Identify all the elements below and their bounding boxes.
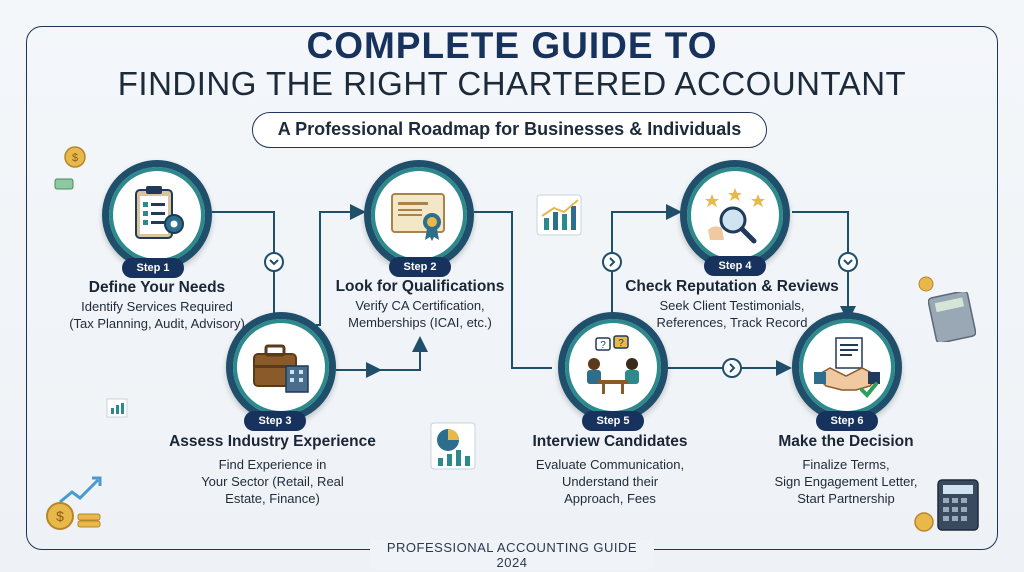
step-1-badge: Step 1 [122, 258, 184, 278]
step-4-desc-line: References, Track Record [656, 315, 808, 330]
connector-2-5 [474, 211, 552, 369]
step-5-desc-line: Approach, Fees [564, 491, 656, 506]
coin-icon [918, 276, 934, 292]
step-1-desc: Identify Services Required (Tax Planning… [48, 298, 266, 332]
handshake-icon [814, 337, 880, 398]
clipboard-gear-icon [135, 186, 184, 239]
step-5-desc-line: Understand their [561, 474, 659, 489]
magnifier-stars-icon [705, 188, 765, 244]
page-title: COMPLETE GUIDE TO [306, 25, 718, 66]
coins-growth-icon: $ [46, 476, 102, 530]
step-5-desc: Evaluate Communication, Understand their… [505, 456, 715, 507]
step-2-circle [364, 160, 474, 270]
step-1-title: Define Your Needs [88, 279, 226, 296]
subtitle-pill: A Professional Roadmap for Businesses & … [252, 112, 767, 148]
calculator-coin-icon [914, 479, 979, 532]
step-3-desc-line: Find Experience in [218, 457, 327, 472]
step-6-circle [792, 312, 902, 422]
step-1-desc-line: (Tax Planning, Audit, Advisory) [69, 316, 245, 331]
briefcase-building-icon [253, 344, 309, 393]
bar-chart-icon [536, 194, 582, 236]
chevron-right-icon [722, 358, 742, 378]
connector-5-4 [611, 204, 682, 318]
step-6-desc: Finalize Terms, Sign Engagement Letter, … [748, 456, 944, 507]
step-5-badge: Step 5 [582, 411, 644, 431]
step-2-desc: Verify CA Certification, Memberships (IC… [320, 297, 520, 331]
step-3-desc: Find Experience in Your Sector (Retail, … [160, 456, 385, 507]
step-1-circle [102, 160, 212, 270]
chevron-down-icon [264, 252, 284, 272]
step-2-desc-line: Verify CA Certification, [355, 298, 485, 313]
step-4-desc-line: Seek Client Testimonials, [659, 298, 805, 313]
step-6-desc-line: Sign Engagement Letter, [774, 474, 918, 489]
step-4-badge: Step 4 [704, 256, 766, 276]
cash-icon [54, 178, 74, 190]
step-3-desc-line: Estate, Finance) [225, 491, 320, 506]
page-title-secondary: FINDING THE RIGHT CHARTERED ACCOUNTANT [117, 65, 907, 102]
svg-text:$: $ [72, 152, 78, 164]
certificate-icon [391, 193, 445, 241]
step-3-circle [226, 312, 336, 422]
step-3-title: Assess Industry Experience [169, 433, 376, 450]
step-2-badge: Step 2 [389, 257, 451, 277]
step-4-circle [680, 160, 790, 270]
step-6-desc-line: Start Partnership [797, 491, 895, 506]
pie-chart-icon [430, 422, 476, 470]
calculator-icon [928, 292, 976, 342]
mini-chart-icon [106, 398, 128, 418]
connector-3-2b [336, 336, 428, 371]
step-6-badge: Step 6 [816, 411, 878, 431]
step-4-title: Check Reputation & Reviews [625, 278, 839, 295]
step-6-desc-line: Finalize Terms, [802, 457, 890, 472]
svg-text:$: $ [56, 508, 64, 524]
chevron-right-icon [602, 252, 622, 272]
connector-1-3 [212, 211, 275, 318]
interview-icon: ? ? [587, 335, 639, 394]
step-2-title: Look for Qualifications [335, 278, 505, 295]
step-3-desc-line: Your Sector (Retail, Real [201, 474, 344, 489]
coin-icon: $ [64, 146, 86, 168]
step-4-desc: Seek Client Testimonials, References, Tr… [622, 297, 842, 331]
step-5-desc-line: Evaluate Communication, [535, 457, 685, 472]
connector-3-2 [316, 204, 366, 326]
step-6-title: Make the Decision [778, 433, 914, 450]
step-2-desc-line: Memberships (ICAI, etc.) [348, 315, 492, 330]
svg-text:?: ? [600, 340, 606, 351]
step-5-title: Interview Candidates [532, 433, 688, 450]
footer-label: PROFESSIONAL ACCOUNTING GUIDE 2024 [370, 540, 654, 570]
step-5-circle: ? ? [558, 312, 668, 422]
svg-text:?: ? [618, 338, 624, 349]
chevron-down-icon [838, 252, 858, 272]
step-3-badge: Step 3 [244, 411, 306, 431]
connector-4-6 [792, 211, 856, 322]
step-1-desc-line: Identify Services Required [81, 299, 233, 314]
